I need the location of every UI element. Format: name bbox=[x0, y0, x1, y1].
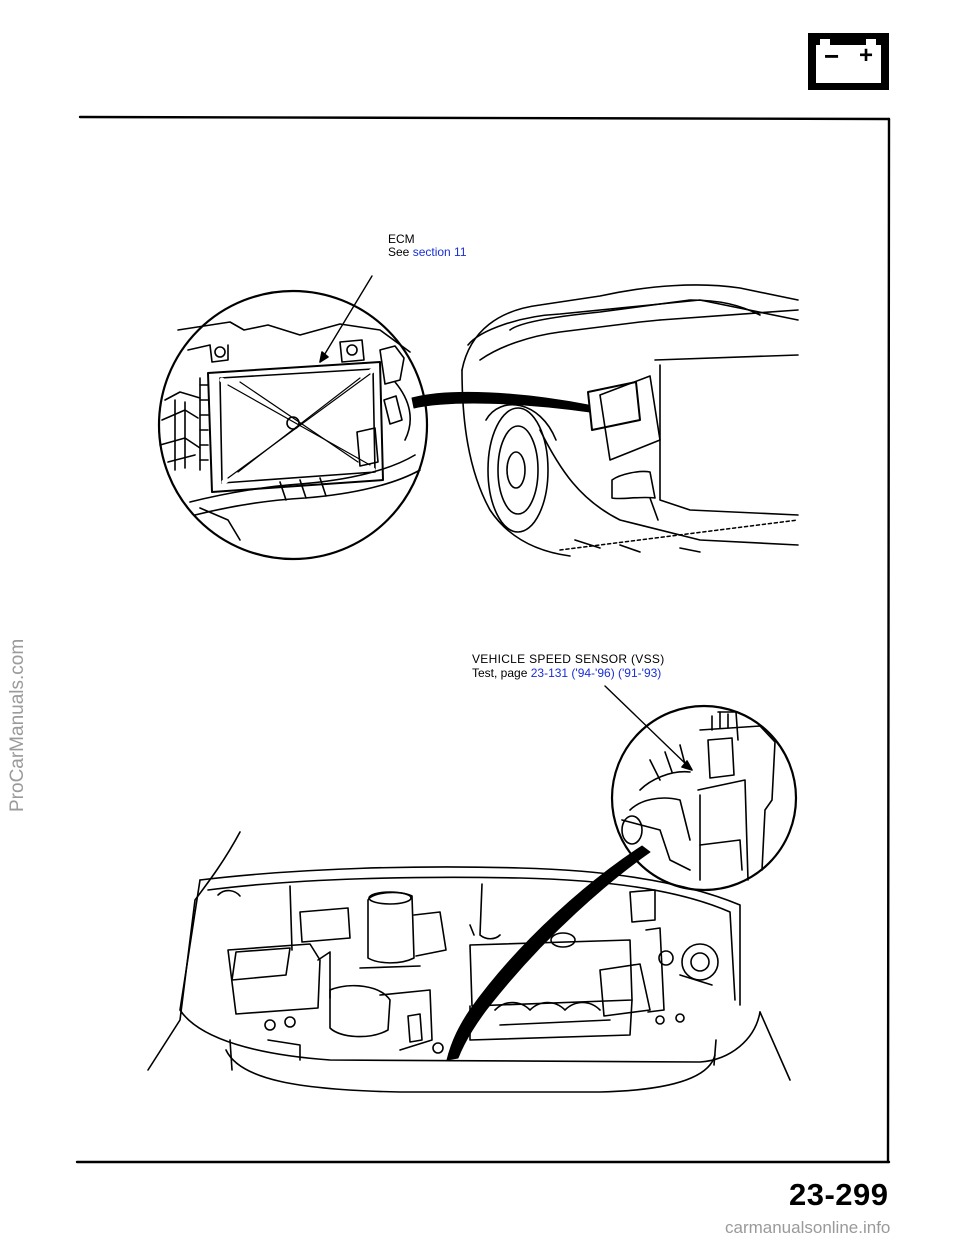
ecm-leader-line bbox=[319, 275, 373, 363]
ecm-title: ECM bbox=[388, 232, 415, 246]
ecm-detail-circle bbox=[157, 289, 429, 561]
vss-title: VEHICLE SPEED SENSOR (VSS) bbox=[472, 652, 665, 666]
battery-icon: − + bbox=[808, 33, 889, 90]
battery-minus-sign: − bbox=[824, 41, 840, 71]
vss-reference: Test, page 23-131 ('94-'96) ('91-'93) bbox=[472, 666, 661, 680]
ecm-section-link[interactable]: section 11 bbox=[412, 245, 467, 259]
page-number: 23-299 bbox=[789, 1177, 889, 1212]
frame-top-rule bbox=[78, 115, 891, 121]
vss-leader-line bbox=[604, 685, 691, 769]
car-rear-view bbox=[461, 284, 799, 557]
vss-detail-circle bbox=[610, 704, 798, 892]
ecm-reference-prefix: See bbox=[388, 245, 410, 259]
battery-plus-sign: + bbox=[859, 42, 874, 69]
engine-compartment bbox=[147, 831, 791, 1093]
ecm-reference: See section 11 bbox=[388, 245, 467, 259]
vss-reference-prefix: Test, page bbox=[472, 666, 528, 680]
ecm-pointer-wedge bbox=[411, 391, 591, 413]
watermark-bottom: carmanualsonline.info bbox=[725, 1218, 891, 1237]
vss-pointer-wedge bbox=[446, 845, 651, 1061]
vss-test-page-link[interactable]: 23-131 ('94-'96) ('91-'93) bbox=[530, 666, 662, 680]
frame-right-rule bbox=[886, 117, 891, 1164]
watermark-left: ProCarManuals.com bbox=[7, 638, 28, 812]
